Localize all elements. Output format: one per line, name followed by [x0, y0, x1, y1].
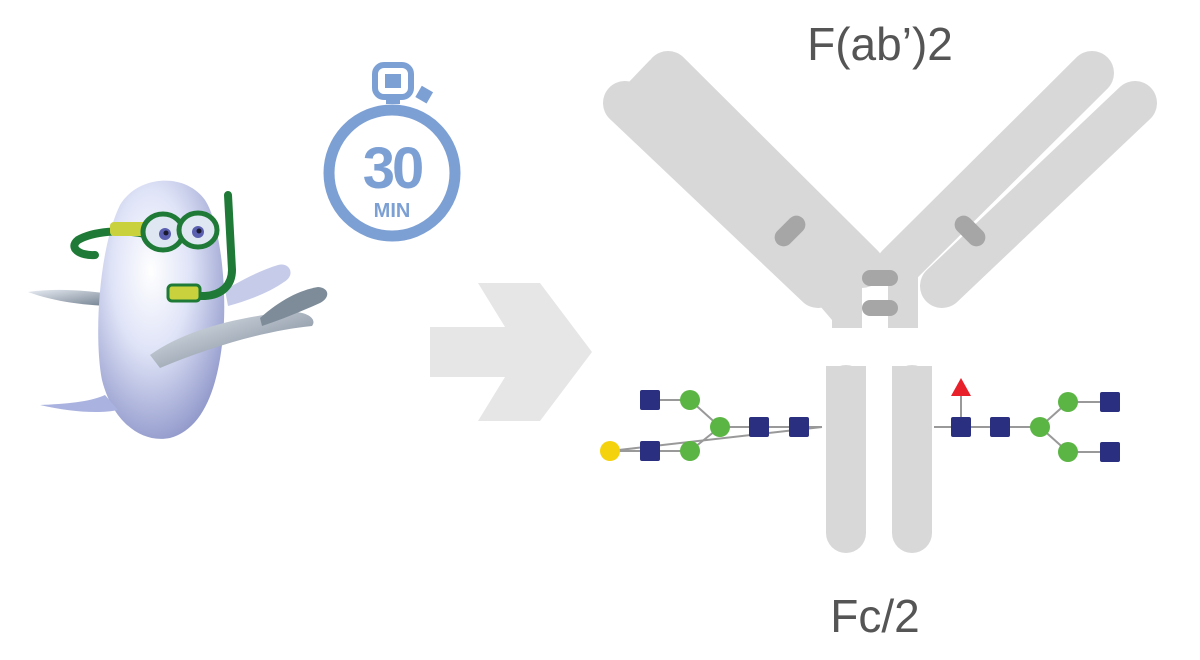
- mannose-icon: [680, 441, 700, 461]
- fab-hinge-left: [832, 250, 862, 328]
- fc-fragment-label: Fc/2: [830, 590, 919, 642]
- mannose-icon: [680, 390, 700, 410]
- pupil-left: [163, 230, 169, 236]
- snorkeling-mascot: [28, 180, 328, 439]
- fab-right-heavy-chain: [876, 51, 1114, 288]
- right-arrow-icon: [430, 283, 592, 421]
- stopwatch-stem: [386, 96, 400, 104]
- glcnac-icon: [1100, 392, 1120, 412]
- disulfide-bond-left: [774, 215, 806, 247]
- antibody-diagram: [603, 51, 1157, 553]
- mascot-tail: [40, 395, 118, 413]
- glcnac-icon: [749, 417, 769, 437]
- glcnac-icon: [951, 417, 971, 437]
- snorkel-mouthpiece: [166, 283, 202, 303]
- fucose-icon: [951, 378, 971, 396]
- glycan-left: [600, 390, 823, 461]
- mannose-icon: [1058, 442, 1078, 462]
- mannose-icon: [1030, 417, 1050, 437]
- galactose-icon: [600, 441, 620, 461]
- mascot-swim-fin: [150, 311, 314, 368]
- snorkel-tube: [181, 191, 237, 300]
- stopwatch-icon: 30 MIN: [323, 62, 461, 242]
- fab-fragment-label: F(ab’)2: [807, 18, 953, 70]
- stopwatch-crown-inner: [385, 74, 401, 88]
- disulfide-bond-right: [954, 215, 986, 247]
- fab-left-light-chain: [603, 81, 840, 308]
- glycan-right: [934, 378, 1120, 462]
- fc-left-top: [826, 366, 866, 386]
- stopwatch-side-button: [415, 85, 434, 104]
- mascot-swim-fin-2: [260, 287, 328, 326]
- pupil-right: [196, 228, 202, 234]
- mascot-arm: [225, 264, 291, 306]
- glcnac-icon: [1100, 442, 1120, 462]
- fab-left-heavy-chain: [646, 51, 884, 288]
- mascot-fin-left: [28, 289, 118, 306]
- mannose-icon: [710, 417, 730, 437]
- glcnac-icon: [640, 390, 660, 410]
- fab-hinge-right: [888, 250, 918, 328]
- timer-value: 30: [363, 136, 422, 201]
- glcnac-icon: [990, 417, 1010, 437]
- mannose-icon: [1058, 392, 1078, 412]
- hinge-bond-bottom: [862, 300, 898, 316]
- stopwatch-ring: [323, 104, 461, 242]
- fc-right-top: [892, 366, 932, 386]
- fab-fragment: [603, 51, 1157, 328]
- snorkel-band: [110, 222, 150, 236]
- hinge-bond-top: [862, 270, 898, 286]
- timer-unit: MIN: [374, 200, 411, 222]
- fab-right-light-chain: [920, 81, 1157, 308]
- glcnac-icon: [640, 441, 660, 461]
- glcnac-icon: [789, 417, 809, 437]
